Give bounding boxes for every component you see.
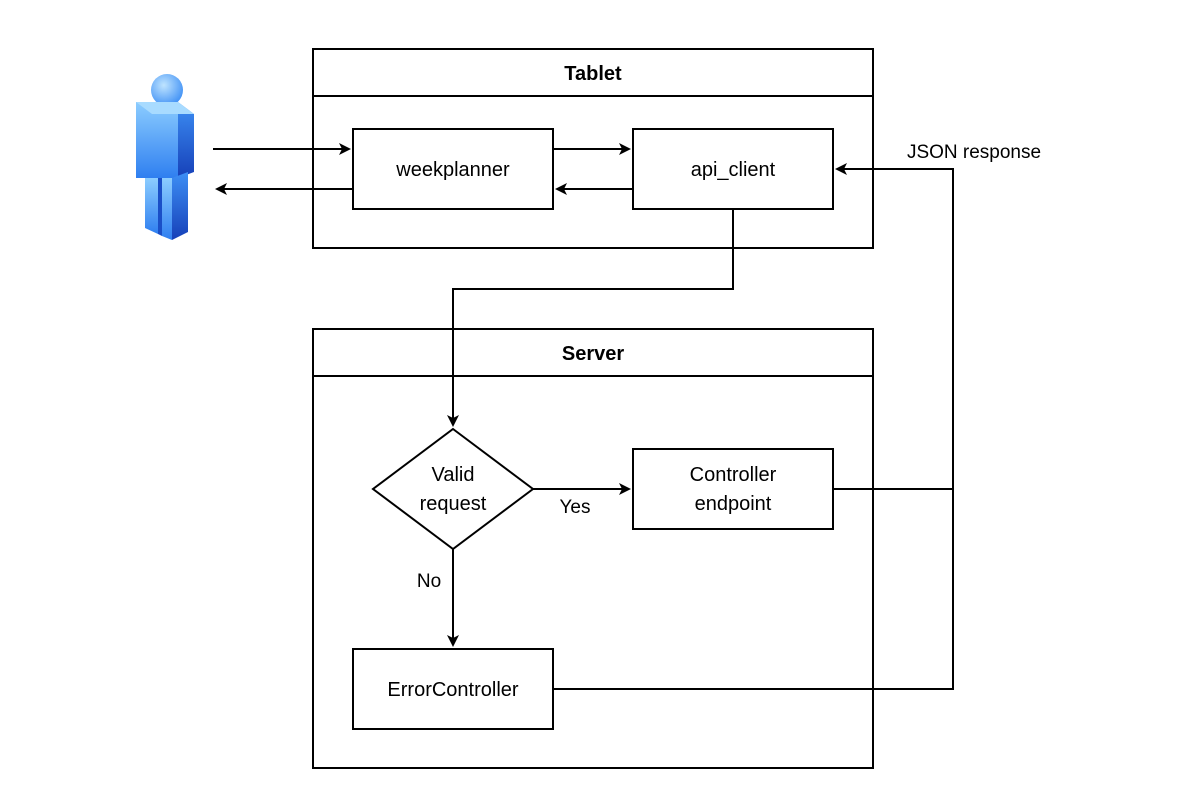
controller-label-line2: endpoint: [695, 493, 772, 515]
no-label: No: [417, 571, 441, 592]
valid-request-decision: Valid request: [371, 427, 535, 551]
error-controller-node: ErrorController: [352, 648, 554, 730]
tablet-title: Tablet: [564, 63, 622, 85]
weekplanner-label: weekplanner: [395, 159, 510, 181]
yes-label: Yes: [560, 497, 591, 518]
decision-label-line2: request: [420, 493, 487, 515]
decision-label-line1: Valid: [432, 464, 475, 486]
json-response-label: JSON response: [907, 142, 1041, 163]
controller-endpoint-node: Controller endpoint: [632, 448, 834, 530]
server-title: Server: [562, 343, 624, 365]
api-client-node: api_client: [632, 128, 834, 210]
weekplanner-node: weekplanner: [352, 128, 554, 210]
controller-label-line1: Controller: [690, 464, 777, 486]
edges: [213, 143, 954, 690]
error-controller-label: ErrorController: [387, 679, 518, 701]
edge-api-client-to-decision: [447, 209, 734, 427]
api-client-label: api_client: [691, 159, 776, 181]
user-icon: [136, 74, 194, 240]
edge-error-to-response: [553, 163, 954, 690]
